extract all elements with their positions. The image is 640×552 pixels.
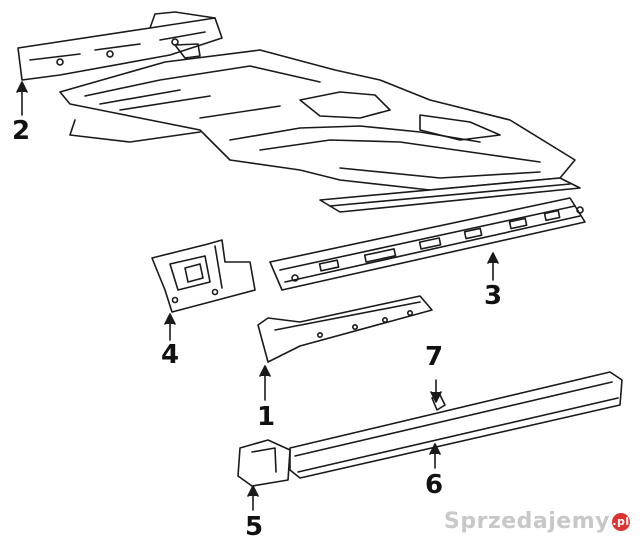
part-2-cross-member bbox=[17, 11, 223, 81]
part-5-end-cap bbox=[237, 439, 291, 487]
watermark-text: Sprzedajemy bbox=[444, 509, 610, 534]
watermark-badge: .pl bbox=[612, 512, 630, 531]
callout-2: 2 bbox=[12, 116, 31, 146]
rear-rail bbox=[319, 177, 581, 213]
part-4-pillar-bracket bbox=[151, 239, 256, 313]
callout-3: 3 bbox=[484, 281, 503, 311]
part-1-rocker-reinforcement bbox=[257, 295, 433, 363]
callout-7: 7 bbox=[425, 342, 444, 372]
part-3-rocker-inner bbox=[269, 197, 586, 291]
callout-4: 4 bbox=[161, 340, 180, 370]
callout-6: 6 bbox=[425, 470, 444, 500]
watermark: Sprzedajemy .pl bbox=[444, 509, 630, 534]
callout-5: 5 bbox=[245, 512, 264, 542]
part-6-rocker-moulding bbox=[289, 371, 623, 479]
floor-pan bbox=[59, 49, 576, 191]
leader-lines bbox=[16, 81, 499, 511]
callout-1: 1 bbox=[257, 402, 276, 432]
